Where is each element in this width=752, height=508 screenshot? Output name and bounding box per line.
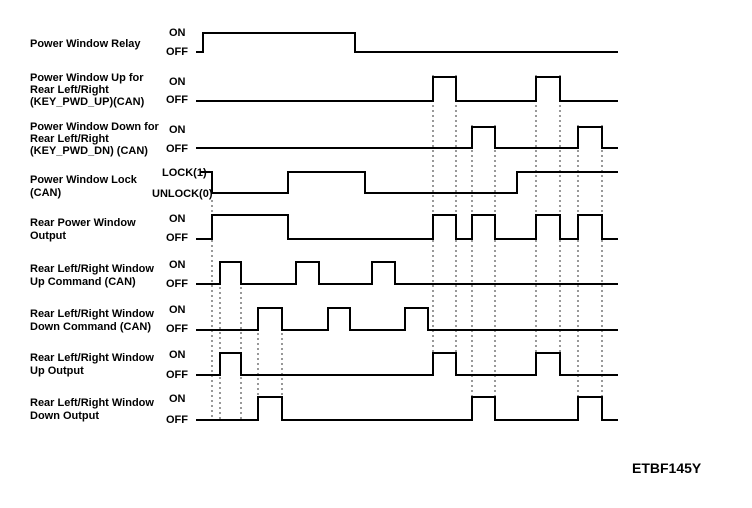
waveform-pwd-up: [196, 76, 618, 102]
state-on-label: ON: [169, 27, 186, 39]
signal-label-rear-power-window-output: Rear Power Window Output: [30, 217, 139, 242]
state-on-label: ON: [169, 124, 186, 136]
waveform-down-output: [196, 396, 618, 421]
waveform-rear-power-window-output: [196, 214, 618, 240]
state-on-label: ON: [169, 304, 186, 316]
state-on-label: ON: [169, 259, 186, 271]
state-off-label: OFF: [166, 278, 188, 290]
signal-label-pwd-down: Power Window Down for Rear Left/Right (K…: [30, 121, 162, 157]
state-on-label: ON: [169, 349, 186, 361]
signal-label-up-output: Rear Left/Right Window Up Output: [30, 352, 157, 377]
signal-label-power-window-relay: Power Window Relay: [30, 38, 141, 50]
waveform-pwd-down: [196, 126, 618, 149]
state-unlock-label: UNLOCK(0): [152, 188, 213, 200]
waveform-power-window-relay: [196, 32, 618, 53]
signal-label-up-command: Rear Left/Right Window Up Command (CAN): [30, 263, 157, 288]
waveform-window-lock: [200, 171, 618, 194]
state-off-label: OFF: [166, 323, 188, 335]
waveform-down-command: [196, 307, 618, 331]
state-on-label: ON: [169, 76, 186, 88]
state-off-label: OFF: [166, 369, 188, 381]
signal-label-down-command: Rear Left/Right Window Down Command (CAN…: [30, 308, 157, 333]
figure-id: ETBF145Y: [632, 460, 702, 476]
guide-lines: [211, 75, 603, 420]
state-off-label: OFF: [166, 414, 188, 426]
state-off-label: OFF: [166, 94, 188, 106]
state-off-label: OFF: [166, 46, 188, 58]
signal-label-pwd-up: Power Window Up for Rear Left/Right (KEY…: [30, 72, 147, 108]
signal-label-window-lock: Power Window Lock (CAN): [30, 174, 140, 199]
waveform-up-command: [196, 261, 618, 285]
state-on-label: ON: [169, 393, 186, 405]
state-off-label: OFF: [166, 232, 188, 244]
waveform-up-output: [196, 352, 618, 376]
state-lock-label: LOCK(1): [162, 167, 207, 179]
state-off-label: OFF: [166, 143, 188, 155]
state-on-label: ON: [169, 213, 186, 225]
signal-label-down-output: Rear Left/Right Window Down Output: [30, 397, 157, 422]
